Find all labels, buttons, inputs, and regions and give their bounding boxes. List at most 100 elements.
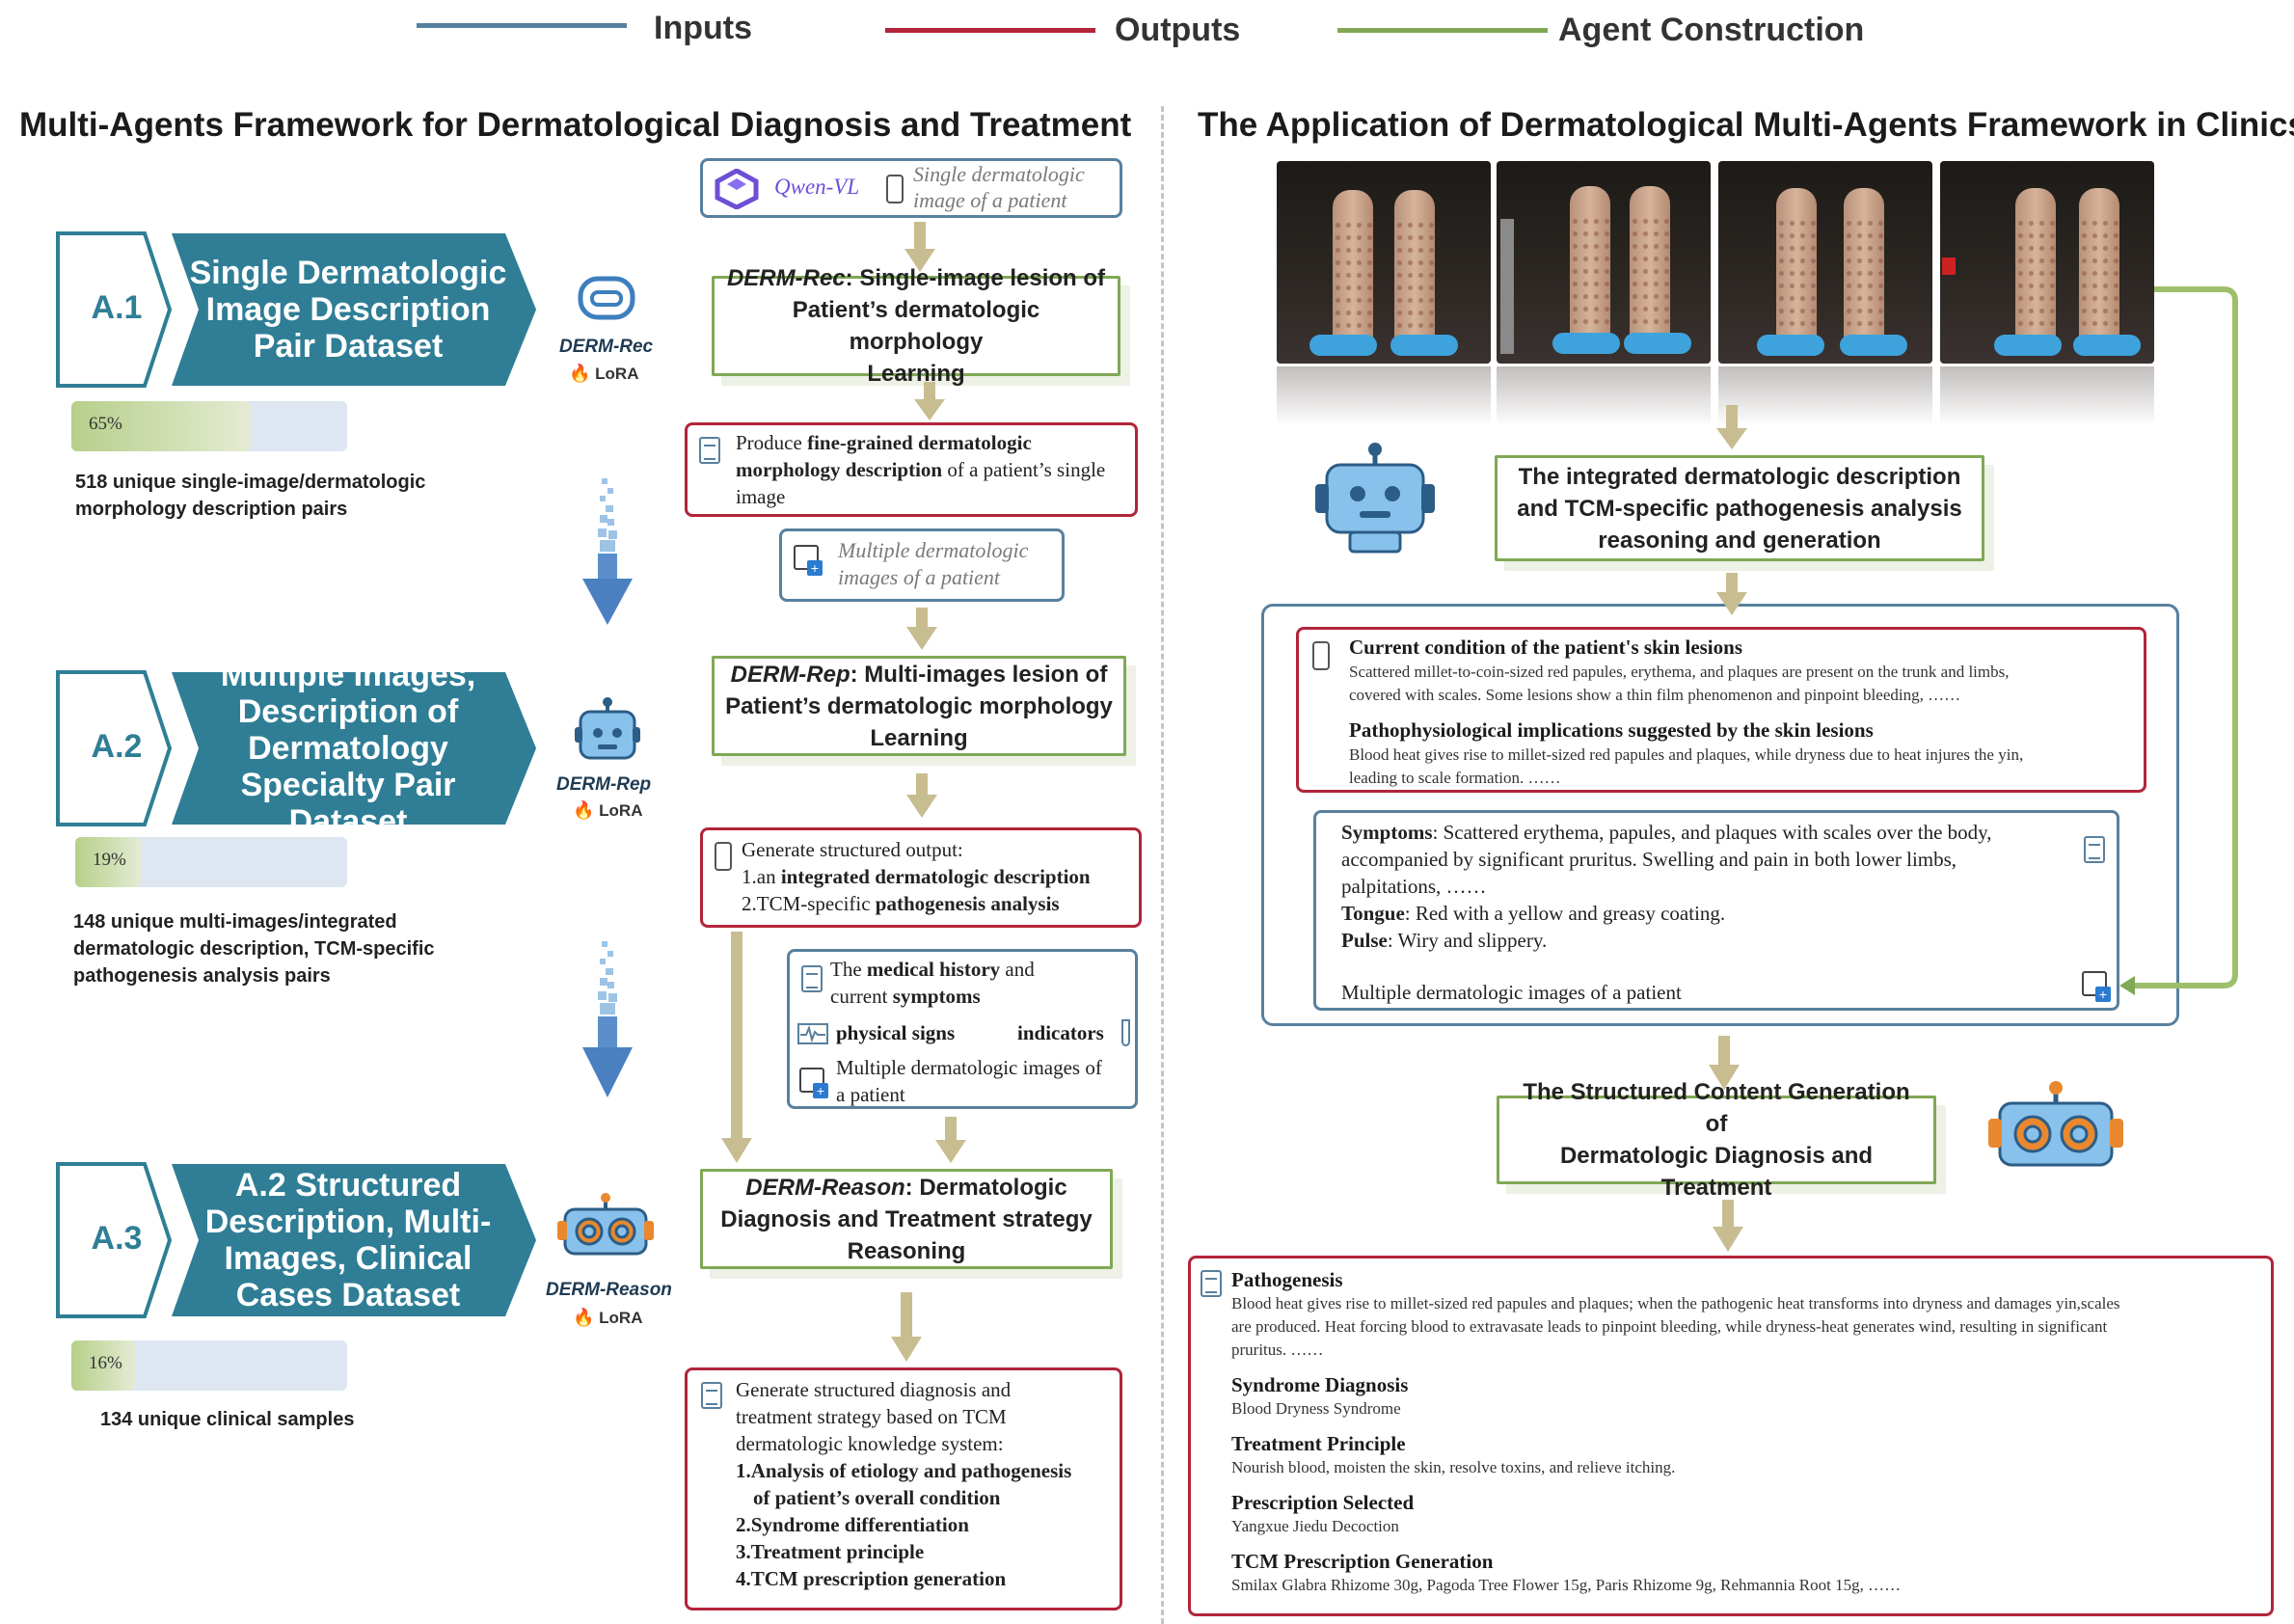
dataset-progress-a1: 65% [71, 401, 347, 451]
syndrome-text: Blood Dryness Syndrome [1231, 1399, 1401, 1418]
lesion-spots [1776, 217, 1817, 333]
derm-rec-robot-icon [578, 276, 635, 320]
image-add-icon [794, 545, 823, 576]
generation-heading: TCM Prescription Generation [1231, 1550, 1494, 1573]
banner-shape [56, 231, 536, 388]
photo-reflection [1940, 366, 2154, 426]
pulse-value: : Wiry and slippery. [1387, 929, 1548, 952]
pathophysiology-text: Blood heat gives rise to millet-sized re… [1349, 744, 2023, 790]
output-line: 1.Analysis of etiology and pathogenesis [736, 1459, 1072, 1482]
input-clinical-box: The medical history and current symptoms… [787, 949, 1138, 1109]
dataset-banner-a3: A.3 A.2 Structured Description, Multi-Im… [56, 1162, 538, 1318]
photo-reflection [1718, 366, 1932, 426]
dataset-down-arrow-1 [582, 478, 633, 625]
progress-fill [75, 837, 141, 887]
output-fine-grained-text: Produce fine-grained dermatologic morpho… [736, 429, 1131, 510]
output-line: 4.TCM prescription generation [736, 1567, 1007, 1590]
pathogenesis-line: are produced. Heat forcing blood to extr… [1231, 1317, 2108, 1336]
skin-lesion-condition-box: Current condition of the patient's skin … [1296, 627, 2146, 793]
derm-rep-robot-icon [575, 697, 640, 760]
output-diagnosis-strategy-text: Generate structured diagnosis and treatm… [736, 1376, 1071, 1592]
agent-text: : Dermatologic [904, 1174, 1067, 1201]
output-bold: pathogenesis analysis [875, 892, 1060, 915]
symptoms-text: Symptoms: Scattered erythema, papules, a… [1341, 819, 2074, 954]
dataset-note-a1: 518 unique single-image/dermatologic mor… [75, 469, 425, 523]
derm-rec-agent-text: DERM-Rec: Single-image lesion of Patient… [715, 265, 1118, 387]
flow-arrows-left [721, 222, 966, 1362]
input-multi-images-box: Multiple dermatologic images of a patien… [779, 528, 1065, 602]
red-marker [1942, 257, 1956, 275]
slipper [1624, 333, 1691, 354]
patient-leg-photo-4 [1940, 161, 2154, 364]
test-tube-icon [1121, 1019, 1130, 1046]
progress-fill [71, 401, 251, 451]
agent-line: Dermatologic Diagnosis and Treatment [1559, 1143, 1874, 1201]
patient-leg-photo-2 [1497, 161, 1711, 364]
agent-text: Diagnosis and Treatment strategy [720, 1205, 1093, 1232]
agent-name-rep: DERM-Rep [556, 774, 652, 795]
dataset-note-a3: 134 unique clinical samples [100, 1406, 354, 1433]
lesion-spots [2015, 217, 2056, 333]
lesion-spots [2079, 217, 2119, 333]
symptoms-line: Symptoms: Scattered erythema, papules, a… [1341, 819, 2074, 846]
symptoms-label: Symptoms [1341, 821, 1433, 844]
symptoms-box: Symptoms: Scattered erythema, papules, a… [1313, 810, 2119, 1011]
output-fine-grained-box: Produce fine-grained dermatologic morpho… [685, 422, 1138, 517]
agent-text: Patient’s dermatologic morphology [792, 297, 1040, 355]
input-line: Single dermatologic [913, 162, 1085, 186]
photo-reflection [1277, 366, 1491, 426]
lora-label: LoRA [599, 801, 643, 820]
photo-reflection [1497, 366, 1711, 426]
input-bold: symptoms [892, 985, 981, 1008]
input-line: image of a patient [913, 188, 1067, 212]
symptoms-value: : Scattered erythema, papules, and plaqu… [1432, 821, 1992, 844]
agent-text: : Single-image lesion of [845, 265, 1106, 291]
input-line: Multiple dermatologic [838, 538, 1029, 562]
physical-signs-label: physical signs [836, 1021, 956, 1044]
pulse-label: Pulse [1341, 929, 1388, 952]
legend-label-inputs: Inputs [654, 10, 752, 46]
dataset-title: Single Dermatologic Image Description Pa… [189, 255, 507, 365]
output-line: Generate structured output: [742, 838, 963, 861]
flame-icon: 🔥 [573, 1308, 595, 1327]
tongue-line: Tongue: Red with a yellow and greasy coa… [1341, 900, 2074, 927]
flame-icon: 🔥 [569, 364, 591, 383]
pathophysiology-heading: Pathophysiological implications suggeste… [1349, 718, 1874, 742]
pathophysiology-line: Blood heat gives rise to millet-sized re… [1349, 745, 2024, 764]
multi-images-caption: Multiple dermatologic images of a patien… [1341, 981, 1682, 1004]
agent-text: Learning [870, 724, 968, 751]
condition-text: Scattered millet-to-coin-sized red papul… [1349, 661, 2010, 707]
agent-line: reasoning and generation [1598, 527, 1881, 554]
dataset-code: A.3 [91, 1220, 143, 1257]
input-bold: medical history [866, 958, 1001, 981]
generation-text: Smilax Glabra Rhizome 30g, Pagoda Tree F… [1231, 1576, 1902, 1594]
dataset-note-line: 134 unique clinical samples [100, 1409, 355, 1430]
final-treatment-content: Pathogenesis Blood heat gives rise to mi… [1231, 1268, 2263, 1597]
qwen-label: Qwen-VL [774, 175, 860, 199]
tongue-value: : Red with a yellow and greasy coating. [1404, 902, 1726, 925]
agent-name-inline: DERM-Rep [730, 661, 850, 688]
agent-name-reason: DERM-Reason [546, 1280, 672, 1300]
lesion-spots [1630, 215, 1670, 331]
lesion-spots [1394, 219, 1435, 335]
progress-label: 16% [89, 1353, 122, 1373]
derm-rep-agent-text: DERM-Rep: Multi-images lesion of Patient… [715, 659, 1123, 753]
panel-divider [1161, 106, 1164, 1624]
dataset-progress-a3: 16% [71, 1340, 347, 1391]
output-text: Produce [736, 431, 808, 454]
condition-heading: Current condition of the patient's skin … [1349, 636, 1742, 659]
lesion-spots [1570, 215, 1610, 331]
lesion-spots [1844, 217, 1884, 333]
pulse-wave-icon [797, 1023, 828, 1044]
slipper [1757, 335, 1824, 356]
slipper [1309, 335, 1377, 356]
pathogenesis-line: Blood heat gives rise to millet-sized re… [1231, 1294, 2120, 1313]
pulse-line: Pulse: Wiry and slippery. [1341, 927, 2074, 954]
clinic-robot-icon [1315, 443, 1435, 554]
final-treatment-box: Pathogenesis Blood heat gives rise to mi… [1188, 1256, 2274, 1616]
dataset-note-line: pathogenesis analysis pairs [73, 965, 331, 987]
indicators-label: indicators [1017, 1021, 1104, 1044]
output-line: treatment strategy based on TCM [736, 1405, 1007, 1428]
syndrome-heading: Syndrome Diagnosis [1231, 1373, 1409, 1396]
